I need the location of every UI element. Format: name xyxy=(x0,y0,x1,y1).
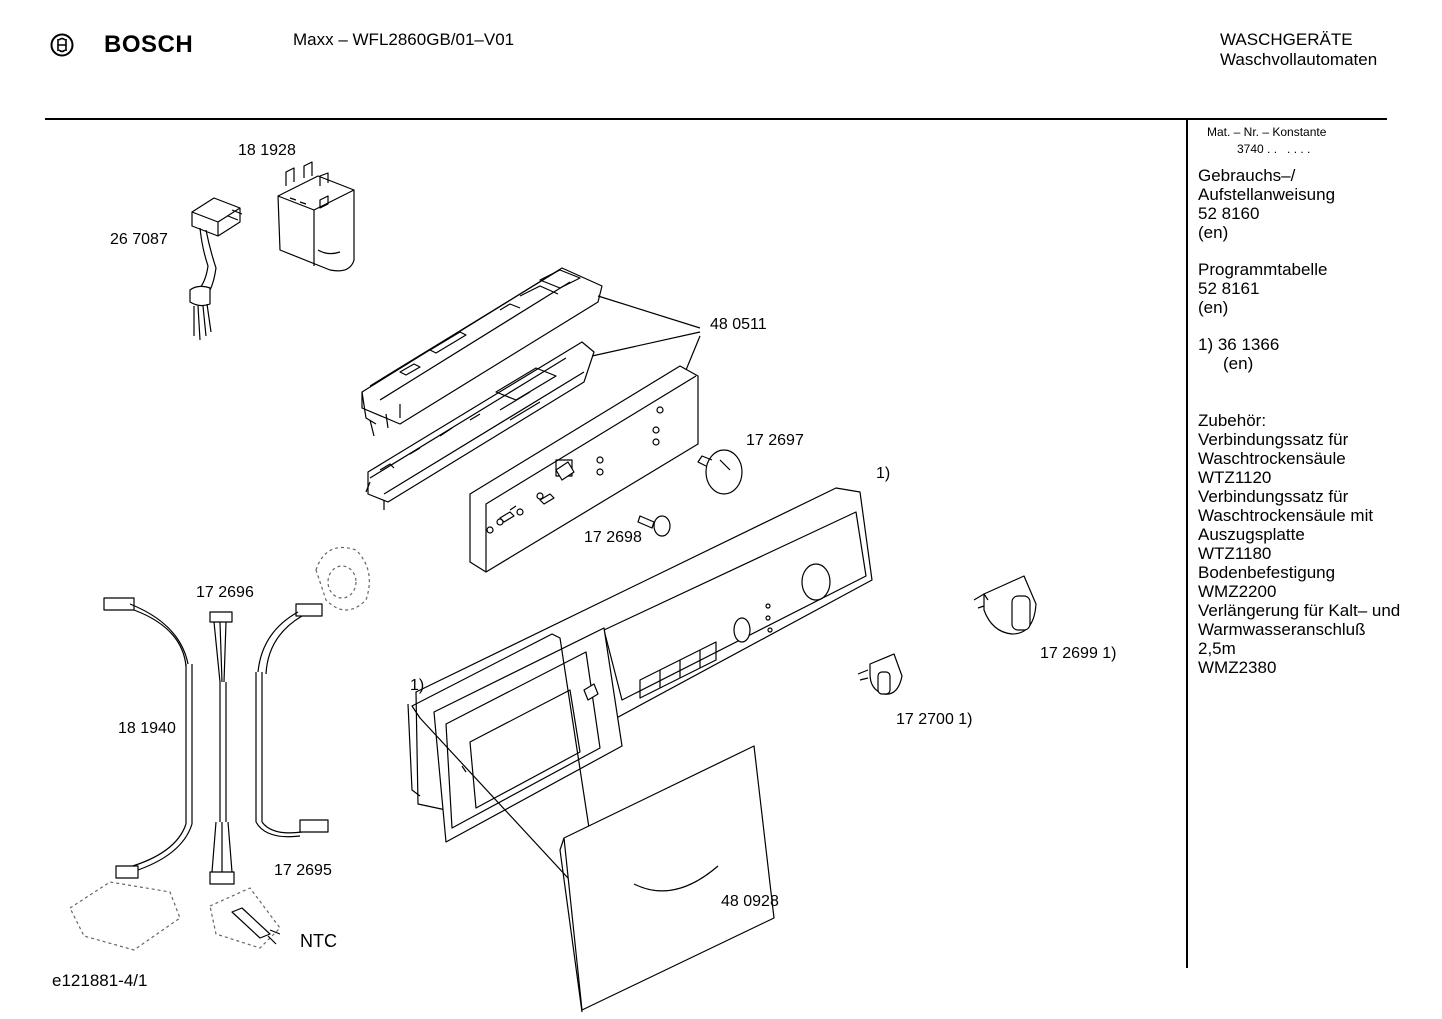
part-label-480928: 48 0928 xyxy=(721,893,779,910)
front-panel-drawing xyxy=(415,487,873,843)
model-title: Maxx – WFL2860GB/01–V01 xyxy=(293,30,515,49)
diagram-id: e121881-4/1 xyxy=(52,971,148,990)
selector-knob-drawing xyxy=(697,449,743,495)
leader-lines-480511 xyxy=(591,295,701,371)
program-line: (en) xyxy=(1198,298,1229,317)
exploded-parts-diagram xyxy=(69,161,1037,1013)
part-label-172695: 17 2695 xyxy=(274,862,332,879)
manual-line: 52 8160 xyxy=(1198,204,1260,223)
accessory-line: Verbindungssatz für xyxy=(1198,430,1349,449)
accessory-line: 2,5m xyxy=(1198,639,1236,658)
part-label-1726991: 17 2699 1) xyxy=(1040,645,1117,662)
wiring-harness-middle-drawing xyxy=(209,611,235,885)
program-line: Programmtabelle xyxy=(1198,260,1328,279)
part-label-172698: 17 2698 xyxy=(584,529,642,546)
manual-line: Aufstellanweisung xyxy=(1198,185,1336,204)
seal-edge-drawing xyxy=(407,703,421,797)
manual-line: Gebrauchs–/ xyxy=(1198,166,1296,185)
accessory-line: WTZ1180 xyxy=(1198,544,1272,563)
bosch-logo-icon xyxy=(50,33,74,57)
accessory-line: Warmwasseranschluß xyxy=(1198,620,1366,639)
sidebar-block-note: 1) 36 1366 (en) xyxy=(1198,335,1438,373)
header-divider xyxy=(45,118,1387,120)
button-knob-small-drawing xyxy=(857,653,903,695)
pcb-board-drawing xyxy=(469,365,699,573)
mat-label: Mat. – Nr. – Konstante xyxy=(1207,125,1327,139)
category-subtitle: Waschvollautomaten xyxy=(1220,50,1378,69)
sidebar-block-manual: Gebrauchs–/ Aufstellanweisung 52 8160 (e… xyxy=(1198,166,1438,242)
accessory-line: WMZ2200 xyxy=(1198,582,1277,601)
category-title: WASCHGERÄTE xyxy=(1220,30,1353,49)
ntc-sensor-drawing xyxy=(231,907,281,945)
accessory-line: Zubehör: xyxy=(1198,411,1267,430)
part-label-note-panel: 1) xyxy=(876,465,891,482)
sidebar-block-accessories: Zubehör: Verbindungssatz für Waschtrocke… xyxy=(1198,411,1438,677)
control-board-middle-drawing xyxy=(365,341,595,510)
button-knob-large-drawing xyxy=(973,575,1037,635)
accessory-line: Verlängerung für Kalt– und xyxy=(1198,601,1401,620)
part-label-267087: 26 7087 xyxy=(110,231,168,248)
part-label-note-seal: 1) xyxy=(410,677,425,694)
program-line: 52 8161 xyxy=(1198,279,1260,298)
control-board-top-drawing xyxy=(361,267,603,437)
power-cord-drawing xyxy=(189,197,243,341)
accessory-line: Waschtrockensäule xyxy=(1198,449,1346,468)
note-line: 1) 36 1366 xyxy=(1198,335,1280,354)
accessory-line: Auszugsplatte xyxy=(1198,525,1305,544)
part-label-480511: 48 0511 xyxy=(710,316,767,333)
part-label-ntc: NTC xyxy=(300,931,337,951)
part-label-181940: 18 1940 xyxy=(118,720,176,737)
sidebar-block-program: Programmtabelle 52 8161 (en) xyxy=(1198,260,1438,317)
suppressor-box-drawing xyxy=(277,161,355,272)
drawer-handle-drawing xyxy=(559,745,775,1013)
accessory-line: Verbindungssatz für xyxy=(1198,487,1349,506)
accessory-line: Waschtrockensäule mit xyxy=(1198,506,1374,525)
manual-line: (en) xyxy=(1198,223,1229,242)
part-label-172696: 17 2696 xyxy=(196,584,254,601)
wiring-harness-right-drawing xyxy=(255,603,329,838)
brand-name: BOSCH xyxy=(104,31,194,58)
part-label-181928: 18 1928 xyxy=(238,142,296,159)
spindle-drawing xyxy=(637,515,671,537)
part-label-172697: 17 2697 xyxy=(746,432,804,449)
sidebar-divider xyxy=(1186,120,1188,968)
accessory-line: WTZ1120 xyxy=(1198,468,1272,487)
accessory-line: Bodenbefestigung xyxy=(1198,563,1336,582)
wiring-harness-left-drawing xyxy=(103,597,193,879)
accessory-line: WMZ2380 xyxy=(1198,658,1277,677)
part-label-1727001: 17 2700 1) xyxy=(896,711,973,728)
note-line: (en) xyxy=(1223,354,1254,373)
mat-value: 3740 . . . . . . xyxy=(1237,142,1311,156)
